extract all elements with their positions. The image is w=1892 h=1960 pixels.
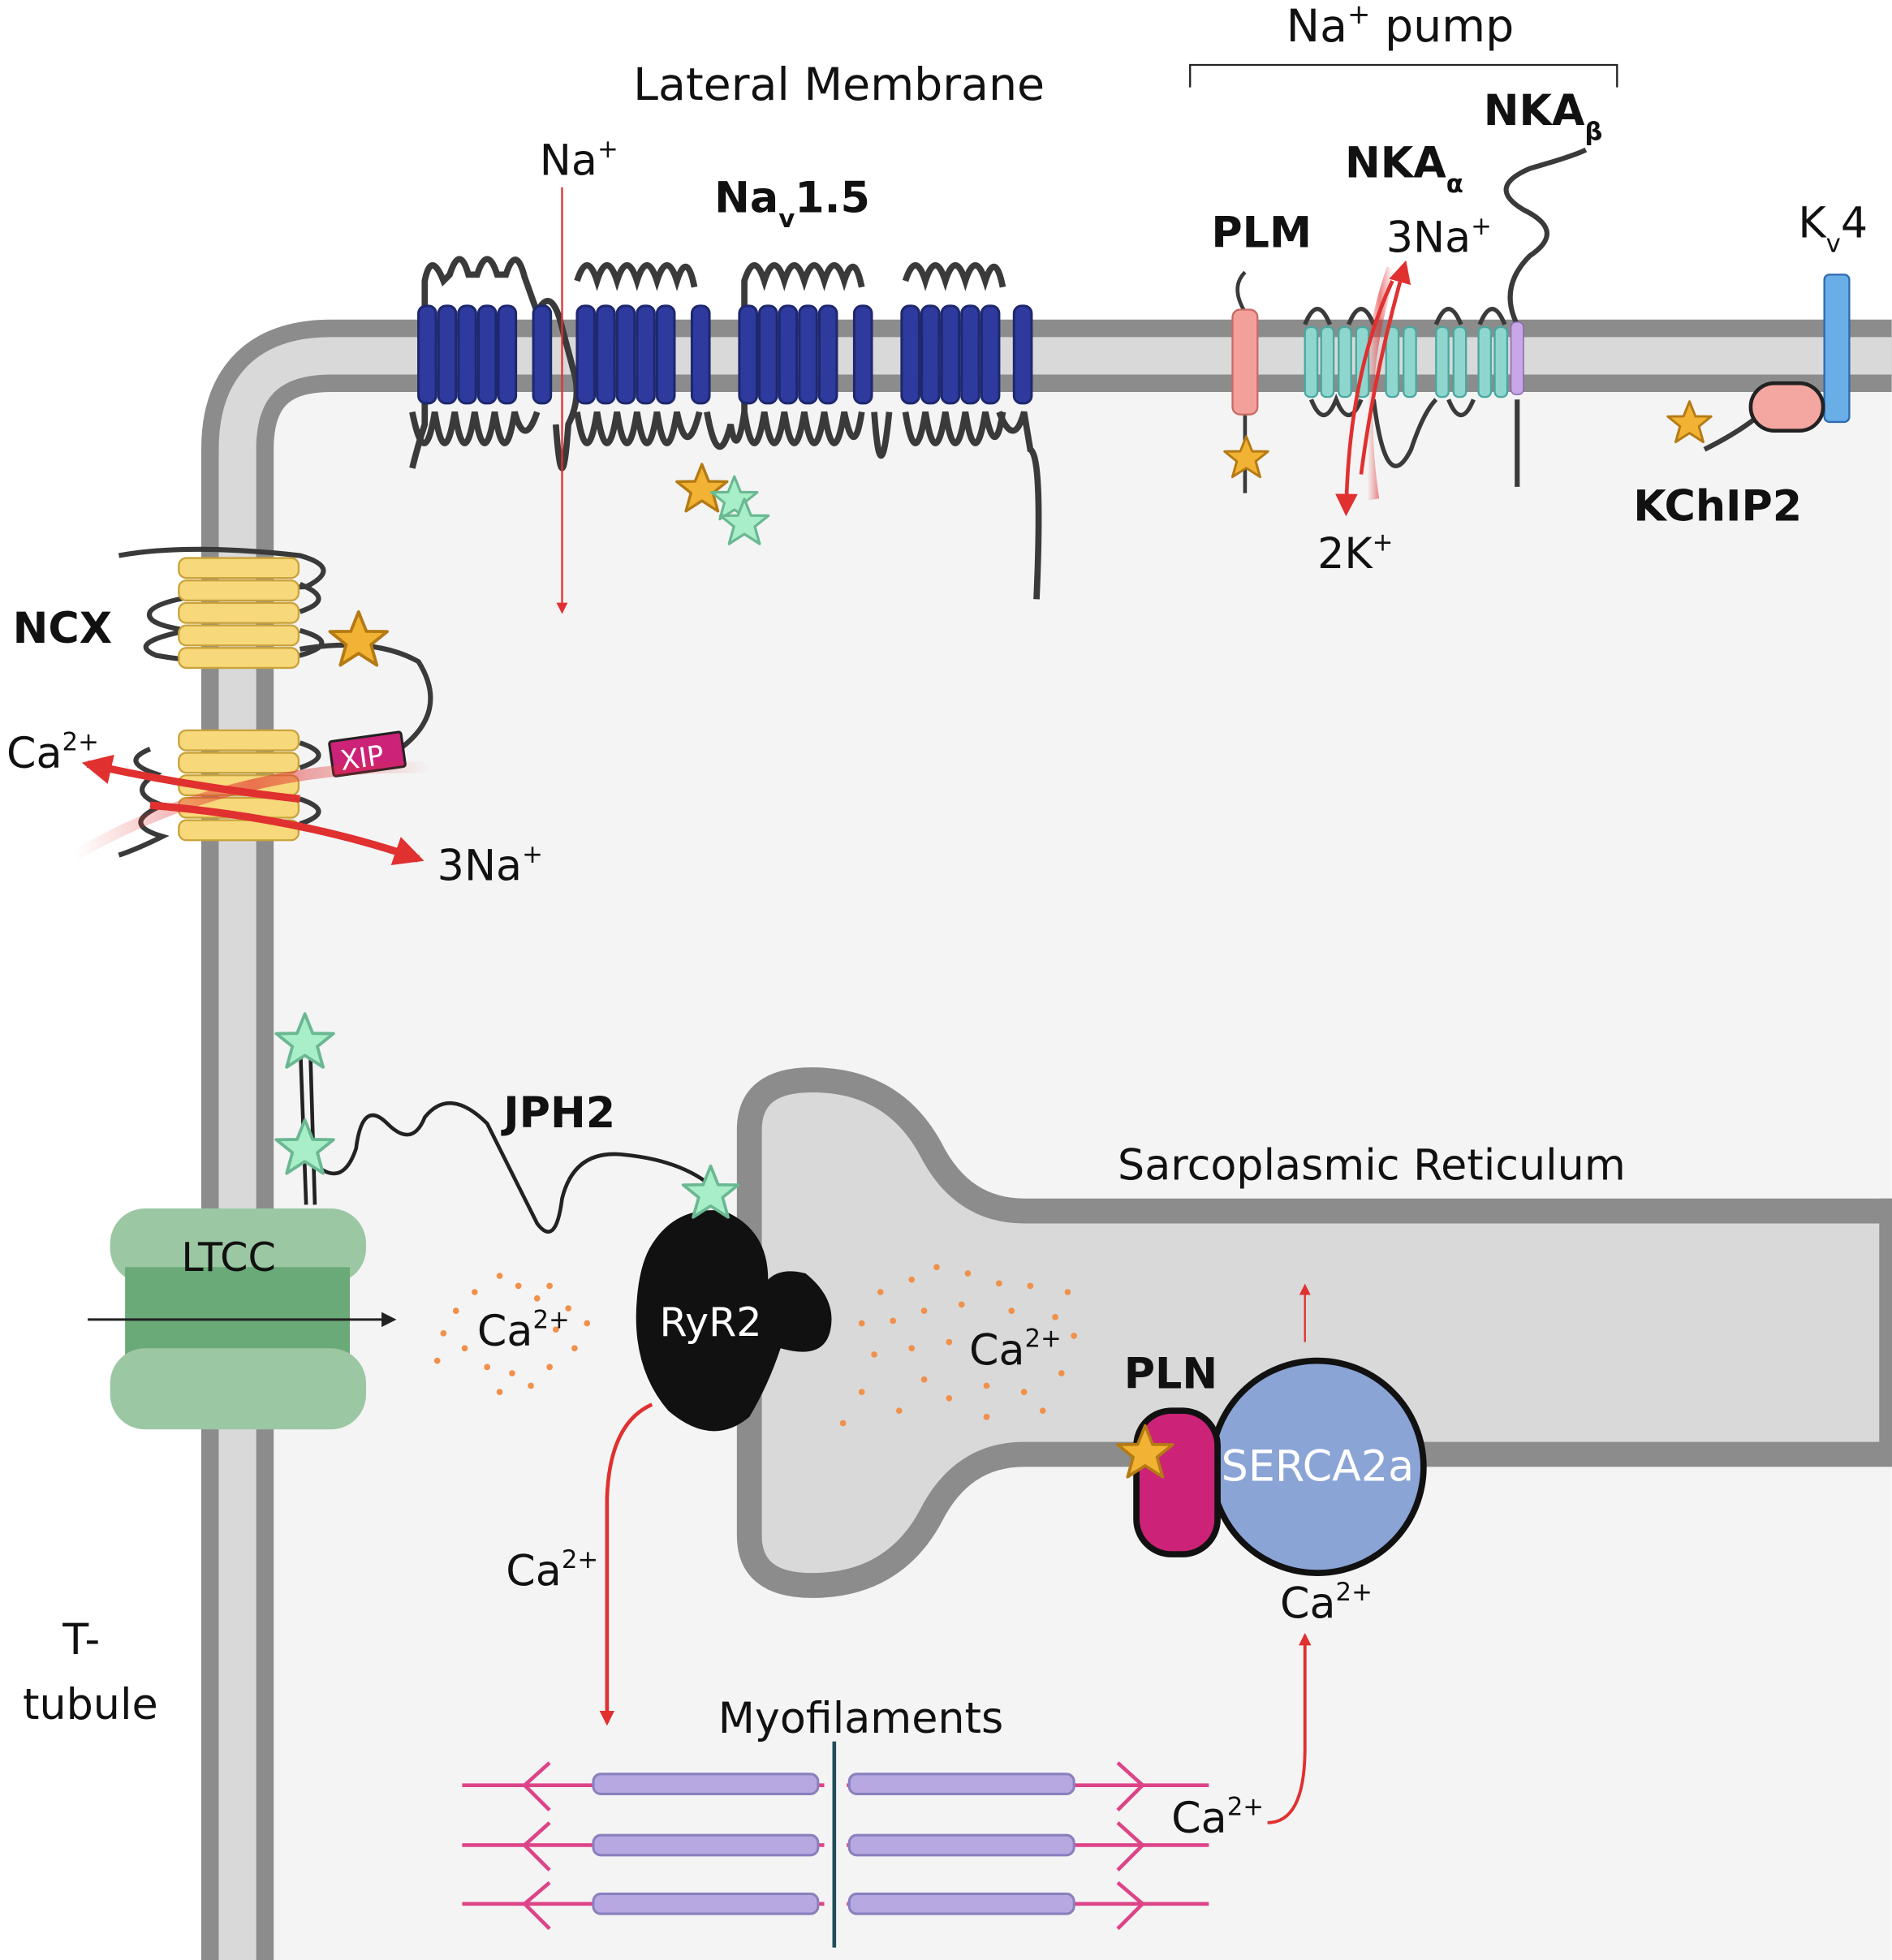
calcium-cloud-sr: [839, 1264, 1078, 1427]
kchip2: [1703, 381, 1825, 452]
ncx-label: NCX: [13, 604, 112, 653]
nka-3na-label: 3Na+: [1386, 212, 1492, 263]
ryr2-label: RyR2: [659, 1299, 761, 1346]
calcium-cloud-cytosol: [433, 1273, 591, 1395]
ncx-ca-label: Ca2+: [6, 727, 99, 778]
ncx-na-label: 3Na+: [437, 840, 543, 891]
nka-exchange-arrows: [1335, 260, 1411, 517]
ca-sr-label: Ca2+: [969, 1325, 1062, 1376]
ryr2-release-arrow: [599, 1402, 653, 1726]
ca-myofilament-label: Ca2+: [1171, 1793, 1264, 1844]
nav15-channel: [409, 256, 1042, 600]
nka-alpha: [1303, 307, 1509, 468]
sarcolemma: [200, 319, 1892, 1960]
nav15-loops: [409, 256, 1042, 600]
kv4-channel: [1823, 274, 1851, 424]
nka-2k-label: 2K+: [1317, 528, 1393, 579]
sr-label: Sarcoplasmic Reticulum: [1118, 1141, 1626, 1191]
kv4-label: Kv4: [1798, 198, 1868, 258]
ca-release-label: Ca2+: [506, 1545, 598, 1596]
ca-serca-label: Ca2+: [1280, 1578, 1373, 1629]
ltcc-label: LTCC: [181, 1234, 276, 1281]
nka-alpha-label: NKAα: [1345, 138, 1463, 198]
plm-label: PLM: [1211, 209, 1312, 258]
ca-cytosol-label: Ca2+: [477, 1306, 570, 1357]
xip-label: XIP: [338, 739, 386, 777]
myofilaments-label: Myofilaments: [718, 1694, 1004, 1743]
plm: [1231, 270, 1259, 493]
ltcc-channel: [110, 1208, 366, 1430]
lateral-membrane-label: Lateral Membrane: [633, 59, 1045, 111]
myofilament-to-serca-arrow: [1267, 1632, 1312, 1824]
ryr2-channel: [636, 1210, 832, 1432]
kchip2-label: KChIP2: [1633, 481, 1802, 531]
ncx-exchange-arrows: [72, 754, 432, 866]
pln-label: PLN: [1124, 1349, 1218, 1398]
serca2a-label: SERCA2a: [1222, 1441, 1415, 1491]
na-ion-label: Na+: [540, 135, 618, 186]
myofilaments: [462, 1741, 1209, 1948]
nav15-label: Nav1.5: [714, 173, 870, 233]
nka-beta-label: NKAβ: [1484, 86, 1603, 146]
na-pump-bracket: [1189, 63, 1618, 88]
nka-beta-tail: [1503, 147, 1588, 487]
ttubule-label-line2: tubule: [23, 1680, 158, 1730]
na-pump-label: Na+ pump: [1286, 0, 1515, 53]
jph2-label: JPH2: [501, 1088, 615, 1138]
ttubule-label-line1: T-: [62, 1615, 100, 1665]
